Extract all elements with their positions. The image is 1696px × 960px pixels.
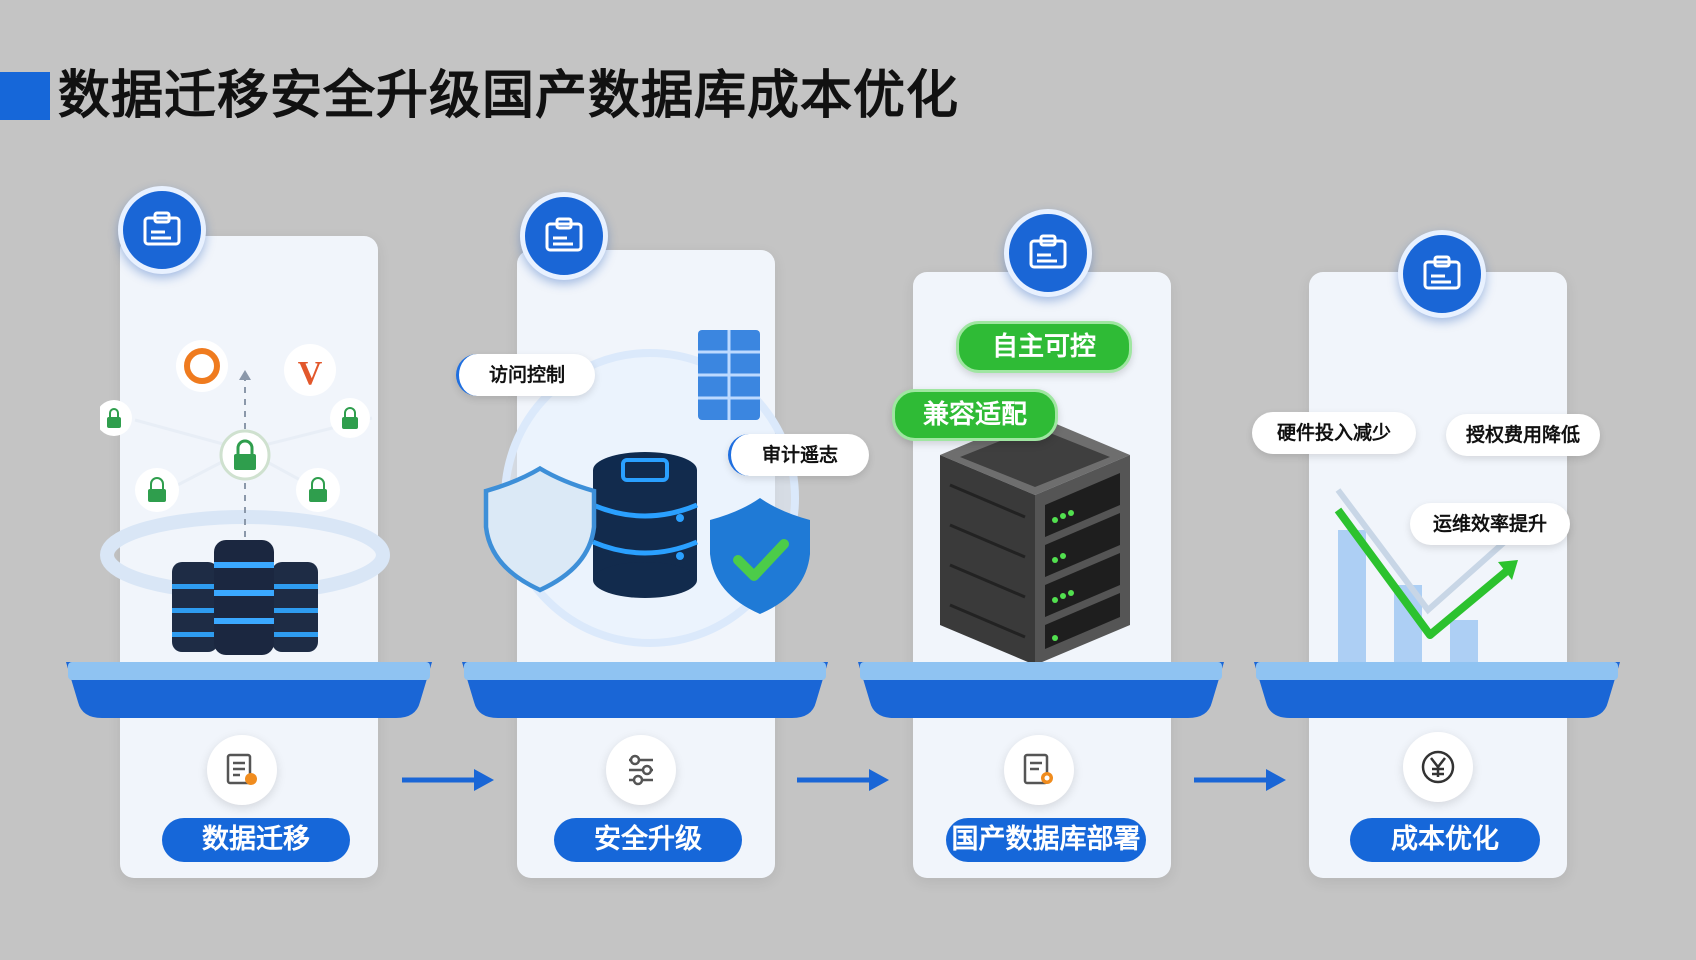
clipboard-icon [1029, 234, 1067, 269]
step-2-top-icon [520, 192, 608, 280]
step-3-platform [858, 662, 1224, 718]
yen-icon [1421, 750, 1455, 784]
tag-access-control: 访问控制 [456, 354, 595, 396]
document-settings-icon [1023, 753, 1053, 785]
step-label-2[interactable]: 安全升级 [554, 818, 742, 862]
step-3-bottom-icon [1004, 735, 1074, 805]
tag-license-cost: 授权费用降低 [1446, 414, 1600, 456]
tools-icon [629, 754, 653, 786]
step-label-1[interactable]: 数据迁移 [162, 818, 350, 862]
step-1-top-icon [118, 186, 206, 274]
tag-compatibility: 兼容适配 [892, 389, 1058, 441]
clipboard-icon [545, 217, 583, 252]
clipboard-icon [1423, 255, 1461, 290]
step-3-top-icon [1004, 209, 1092, 297]
clipboard-icon [143, 211, 181, 246]
tag-self-controlled: 自主可控 [956, 321, 1132, 373]
title-accent-bar [0, 72, 50, 120]
shield-check-icon [710, 498, 810, 614]
flow-arrow-1 [402, 769, 494, 791]
security-upgrade-illustration [483, 330, 810, 647]
step-1-bottom-icon [207, 735, 277, 805]
step-4-top-icon [1398, 230, 1486, 318]
step-4-platform [1254, 662, 1620, 718]
step-label-4[interactable]: 成本优化 [1350, 818, 1540, 862]
step-label-3[interactable]: 国产数据库部署 [946, 818, 1146, 862]
tag-ops-efficiency: 运维效率提升 [1410, 503, 1570, 545]
step-4-bottom-icon [1403, 732, 1473, 802]
flow-arrow-3 [1194, 769, 1286, 791]
step-1-platform [66, 662, 432, 718]
flow-arrow-2 [797, 769, 889, 791]
server-rack-illustration [940, 415, 1130, 665]
page-title: 数据迁移安全升级国产数据库成本优化 [58, 66, 960, 126]
tag-hardware-cost: 硬件投入减少 [1252, 412, 1416, 454]
database-icon [592, 452, 698, 598]
document-icon [226, 753, 257, 785]
cost-trend-illustration [1334, 488, 1520, 665]
step-2-platform [462, 662, 828, 718]
step-2-bottom-icon [606, 735, 676, 805]
shield-icon [483, 465, 597, 593]
data-migration-illustration: V [100, 340, 390, 655]
tag-audit-log: 审计遥志 [728, 434, 869, 476]
firewall-icon [698, 330, 760, 420]
logo-mark-v: V [298, 355, 323, 392]
